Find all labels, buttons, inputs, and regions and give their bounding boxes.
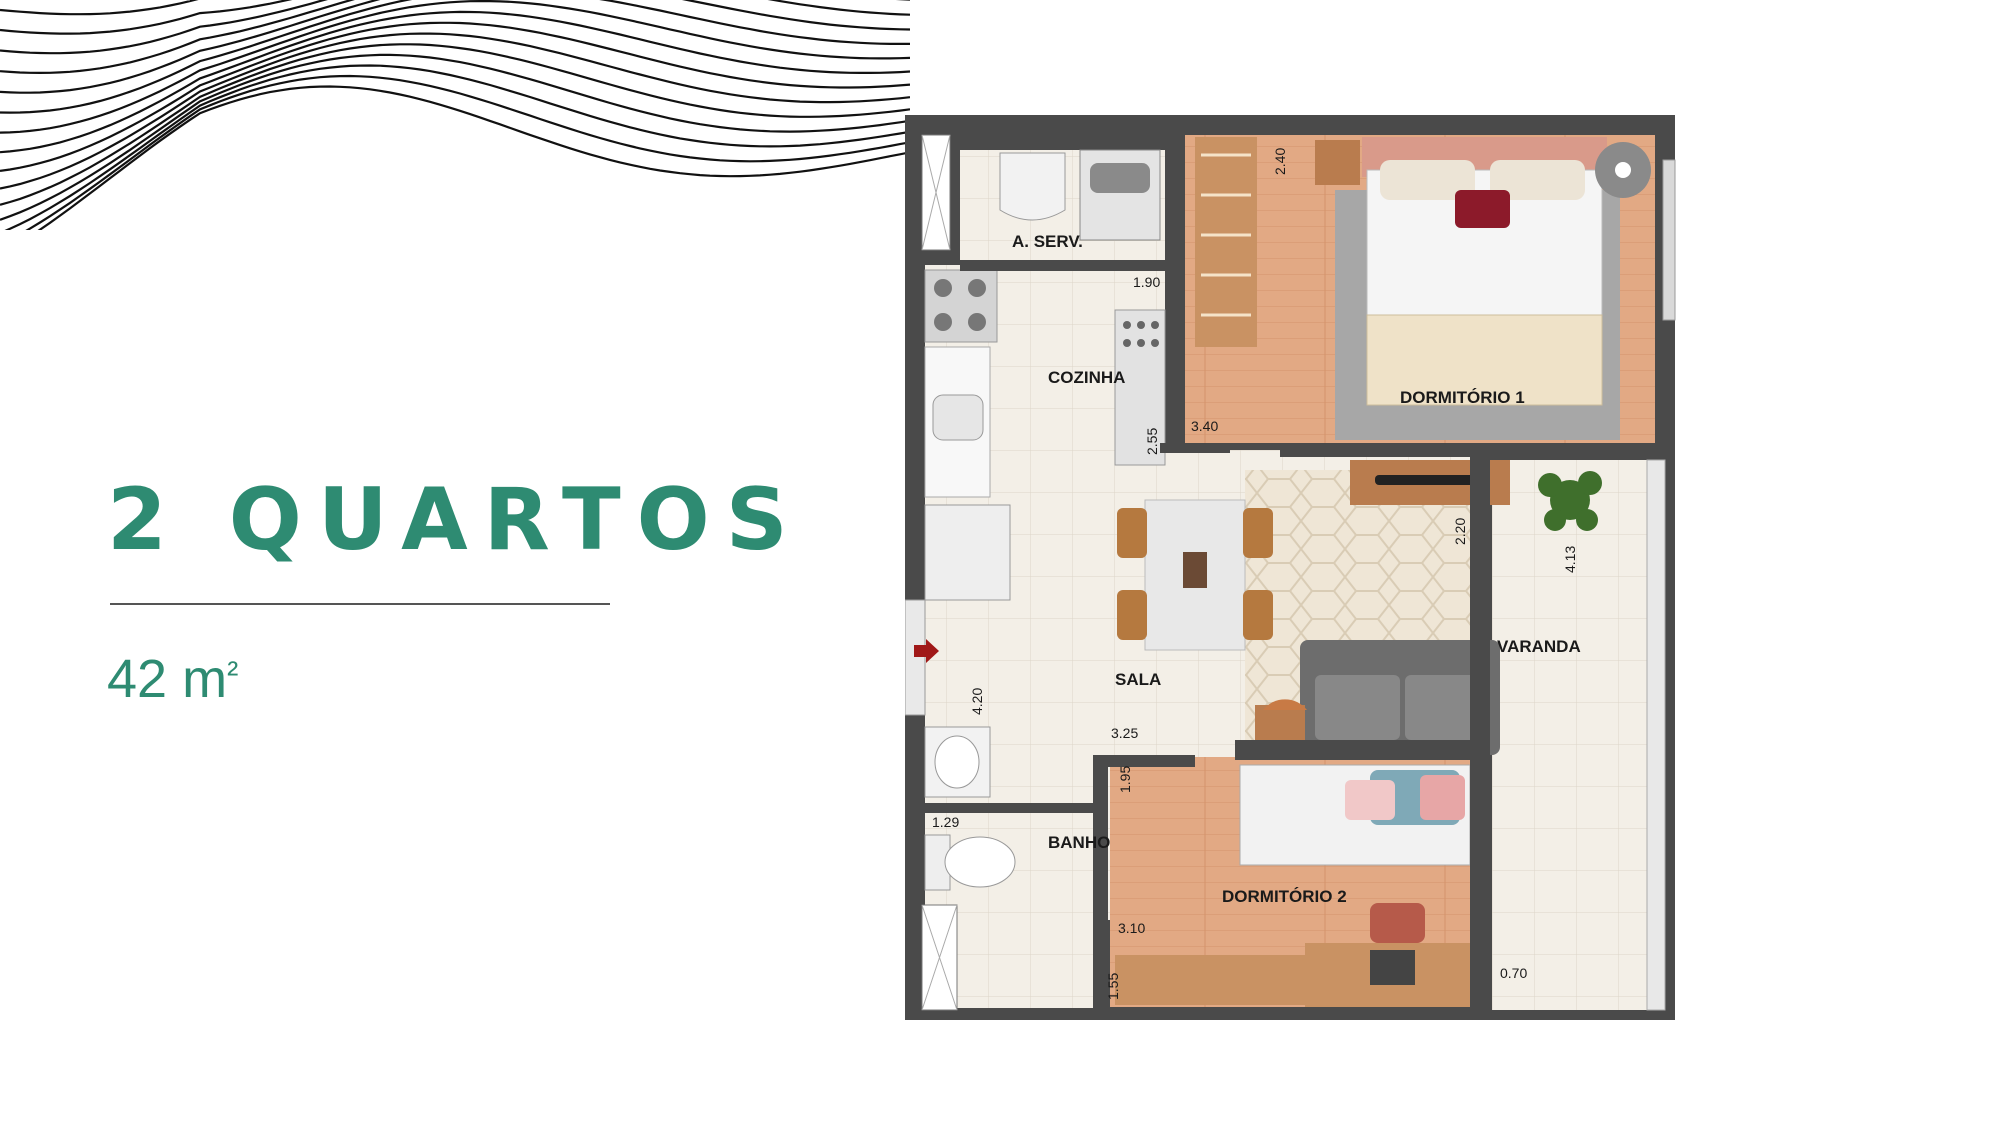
dim-living-width: 4.20 [969,688,985,715]
dim-living-length: 3.25 [1111,725,1138,741]
bed-icon [1362,137,1607,406]
wave-line [0,43,910,206]
interior-walls [925,130,1675,1020]
bookshelf-slats [1201,153,1251,317]
dim-bath-width: 1.29 [932,814,959,830]
label-bedroom1: DORMITÓRIO 1 [1400,388,1525,407]
label-kitchen: COZINHA [1048,368,1125,387]
door-entry [905,599,926,716]
dim-bedroom1-width: 2.40 [1272,148,1288,175]
stools [1117,508,1273,640]
wave-line [0,53,910,221]
wave-line [0,0,910,75]
area-value: 42 m² [107,648,238,710]
balcony-railing [1646,459,1666,1011]
cabinet-right [1114,309,1166,466]
label-living: SALA [1115,670,1161,689]
wave-line [4,64,910,230]
sofa-icon [1300,640,1500,755]
wave-line [0,32,910,190]
title-divider [110,603,610,605]
wave-line [0,0,910,134]
island-cooktop [1183,552,1207,588]
wave-line [0,10,910,154]
decorative-waves [0,0,910,230]
wave-line [0,0,910,55]
tv-icon [1375,475,1485,485]
bedroom1-nightstand [1315,140,1360,185]
bath-sink-icon [924,726,991,798]
side-table [1255,705,1305,745]
wave-line [0,0,293,35]
bedroom2-chair [1370,903,1425,943]
page-title: 2 QUARTOS [107,470,804,570]
dim-bedroom1-depth: 3.40 [1191,418,1218,434]
label-service: A. SERV. [1012,232,1083,251]
sink-icon-service [999,152,1066,221]
balcony-floor [1492,460,1655,1010]
armchair-wedge [1263,699,1307,710]
area-unit: ² [227,656,239,694]
area-number: 42 m [107,649,228,709]
burner-grid [1123,321,1159,347]
shaft-bottom-x [921,904,958,1011]
toilet-icon [924,834,1016,891]
bedroom2-shelf [1115,955,1305,1005]
label-balcony: VARANDA [1497,637,1581,656]
laptop-icon [1370,950,1415,985]
wave-line [0,0,199,16]
label-bath: BANHO [1048,833,1110,852]
wave-line [0,21,910,172]
dim-bedroom2-width: 1.95 [1117,766,1133,793]
floor-plan: A. SERV. COZINHA DORMITÓRIO 1 SALA VARAN… [905,115,1676,1020]
dim-bath-depth: 1.55 [1105,973,1121,1000]
wave-line [25,74,910,230]
entry-arrow-icon [914,639,939,663]
stove-icon [924,269,998,343]
wave-line [0,0,910,114]
shaft-top-x [921,134,951,251]
plant-icon [1538,471,1602,531]
bed-icon-2 [1239,764,1471,866]
wave-line [37,85,910,230]
dim-bedroom2-depth: 3.10 [1118,920,1145,936]
wave-line [0,0,910,94]
dim-kitchen-width: 1.90 [1133,274,1160,290]
label-bedroom2: DORMITÓRIO 2 [1222,887,1347,906]
bedroom1-bookshelf [1195,137,1257,347]
dim-kitchen-depth: 2.55 [1144,428,1160,455]
refrigerator [924,504,1011,601]
dim-living-depth: 2.20 [1452,518,1468,545]
window-right-bedroom1 [1662,159,1676,321]
lamp-icon [1595,142,1651,198]
washing-machine-icon [1079,149,1161,241]
dim-balcony-length: 4.13 [1562,546,1578,573]
dim-balcony-width: 0.70 [1500,965,1527,981]
sink-icon [932,394,984,441]
